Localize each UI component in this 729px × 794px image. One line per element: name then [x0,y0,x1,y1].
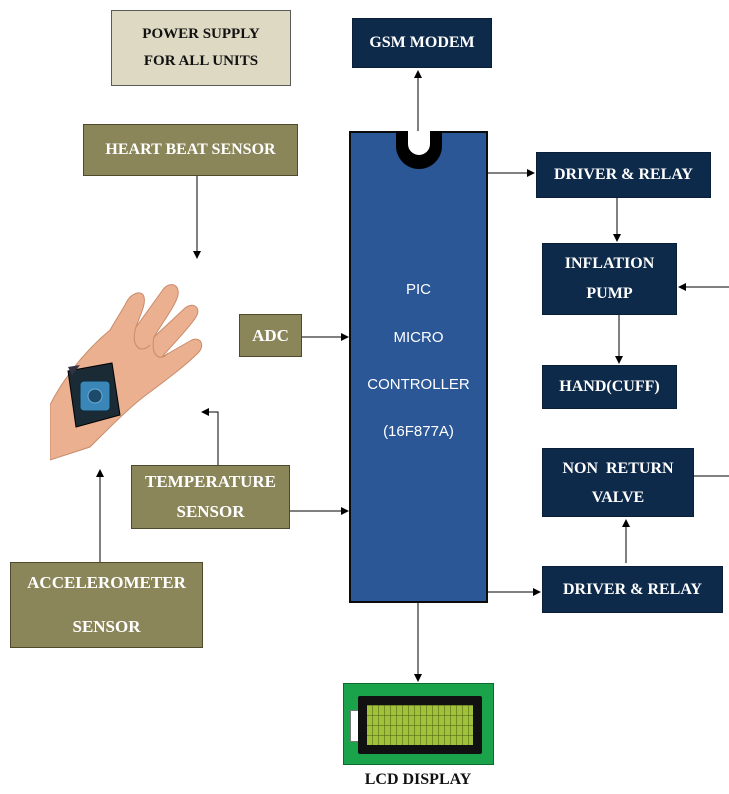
adc-label: ADC [252,325,289,345]
temperature-sensor-block: TEMPERATURE SENSOR [131,465,290,529]
power-supply-line1: POWER SUPPLY [142,26,260,42]
wrist-band-icon [67,362,121,428]
driver-relay-top-block: DRIVER & RELAY [536,152,711,198]
heart-beat-sensor-label: HEART BEAT SENSOR [105,141,276,158]
lcd-module-image [343,683,494,765]
accelerometer-sensor-block: ACCELEROMETER SENSOR [10,562,203,648]
temperature-sensor-line2: SENSOR [176,502,245,521]
inflation-pump-line2: PUMP [586,285,633,302]
lcd-bezel [358,696,482,754]
gsm-modem-label: GSM MODEM [369,34,475,51]
accelerometer-sensor-line1: ACCELEROMETER [27,573,186,592]
hand-cuff-block: HAND(CUFF) [542,365,677,409]
inflation-pump-block: INFLATION PUMP [542,243,677,315]
lcd-display-label: LCD DISPLAY [364,771,472,788]
chip-notch-icon [396,131,442,169]
driver-relay-bottom-label: DRIVER & RELAY [563,580,702,598]
temperature-sensor-line1: TEMPERATURE [145,472,276,491]
hand-with-wrist-sensor-image [50,284,203,461]
mcu-line3: CONTROLLER [367,376,470,393]
inflation-pump-line1: INFLATION [564,255,655,272]
accelerometer-sensor-line2: SENSOR [72,617,141,636]
gsm-modem-block: GSM MODEM [352,18,492,68]
hand-cuff-label: HAND(CUFF) [559,378,660,395]
non-return-valve-line2: VALVE [591,488,645,506]
mcu-line4: (16F877A) [383,423,454,440]
adc-block: ADC [239,314,302,357]
microcontroller-block: PIC MICRO CONTROLLER (16F877A) [349,131,488,603]
heart-beat-sensor-block: HEART BEAT SENSOR [83,124,298,176]
lcd-screen-icon [367,705,473,745]
driver-relay-bottom-block: DRIVER & RELAY [542,566,723,613]
non-return-valve-line1: NON RETURN [562,459,674,477]
non-return-valve-block: NON RETURN VALVE [542,448,694,517]
power-supply-line2: FOR ALL UNITS [143,53,259,69]
arrow-temp-to-hand [201,408,219,465]
mcu-line1: PIC [405,281,431,298]
mcu-line2: MICRO [393,329,444,346]
driver-relay-top-label: DRIVER & RELAY [554,166,693,183]
power-supply-block: POWER SUPPLY FOR ALL UNITS [111,10,291,86]
